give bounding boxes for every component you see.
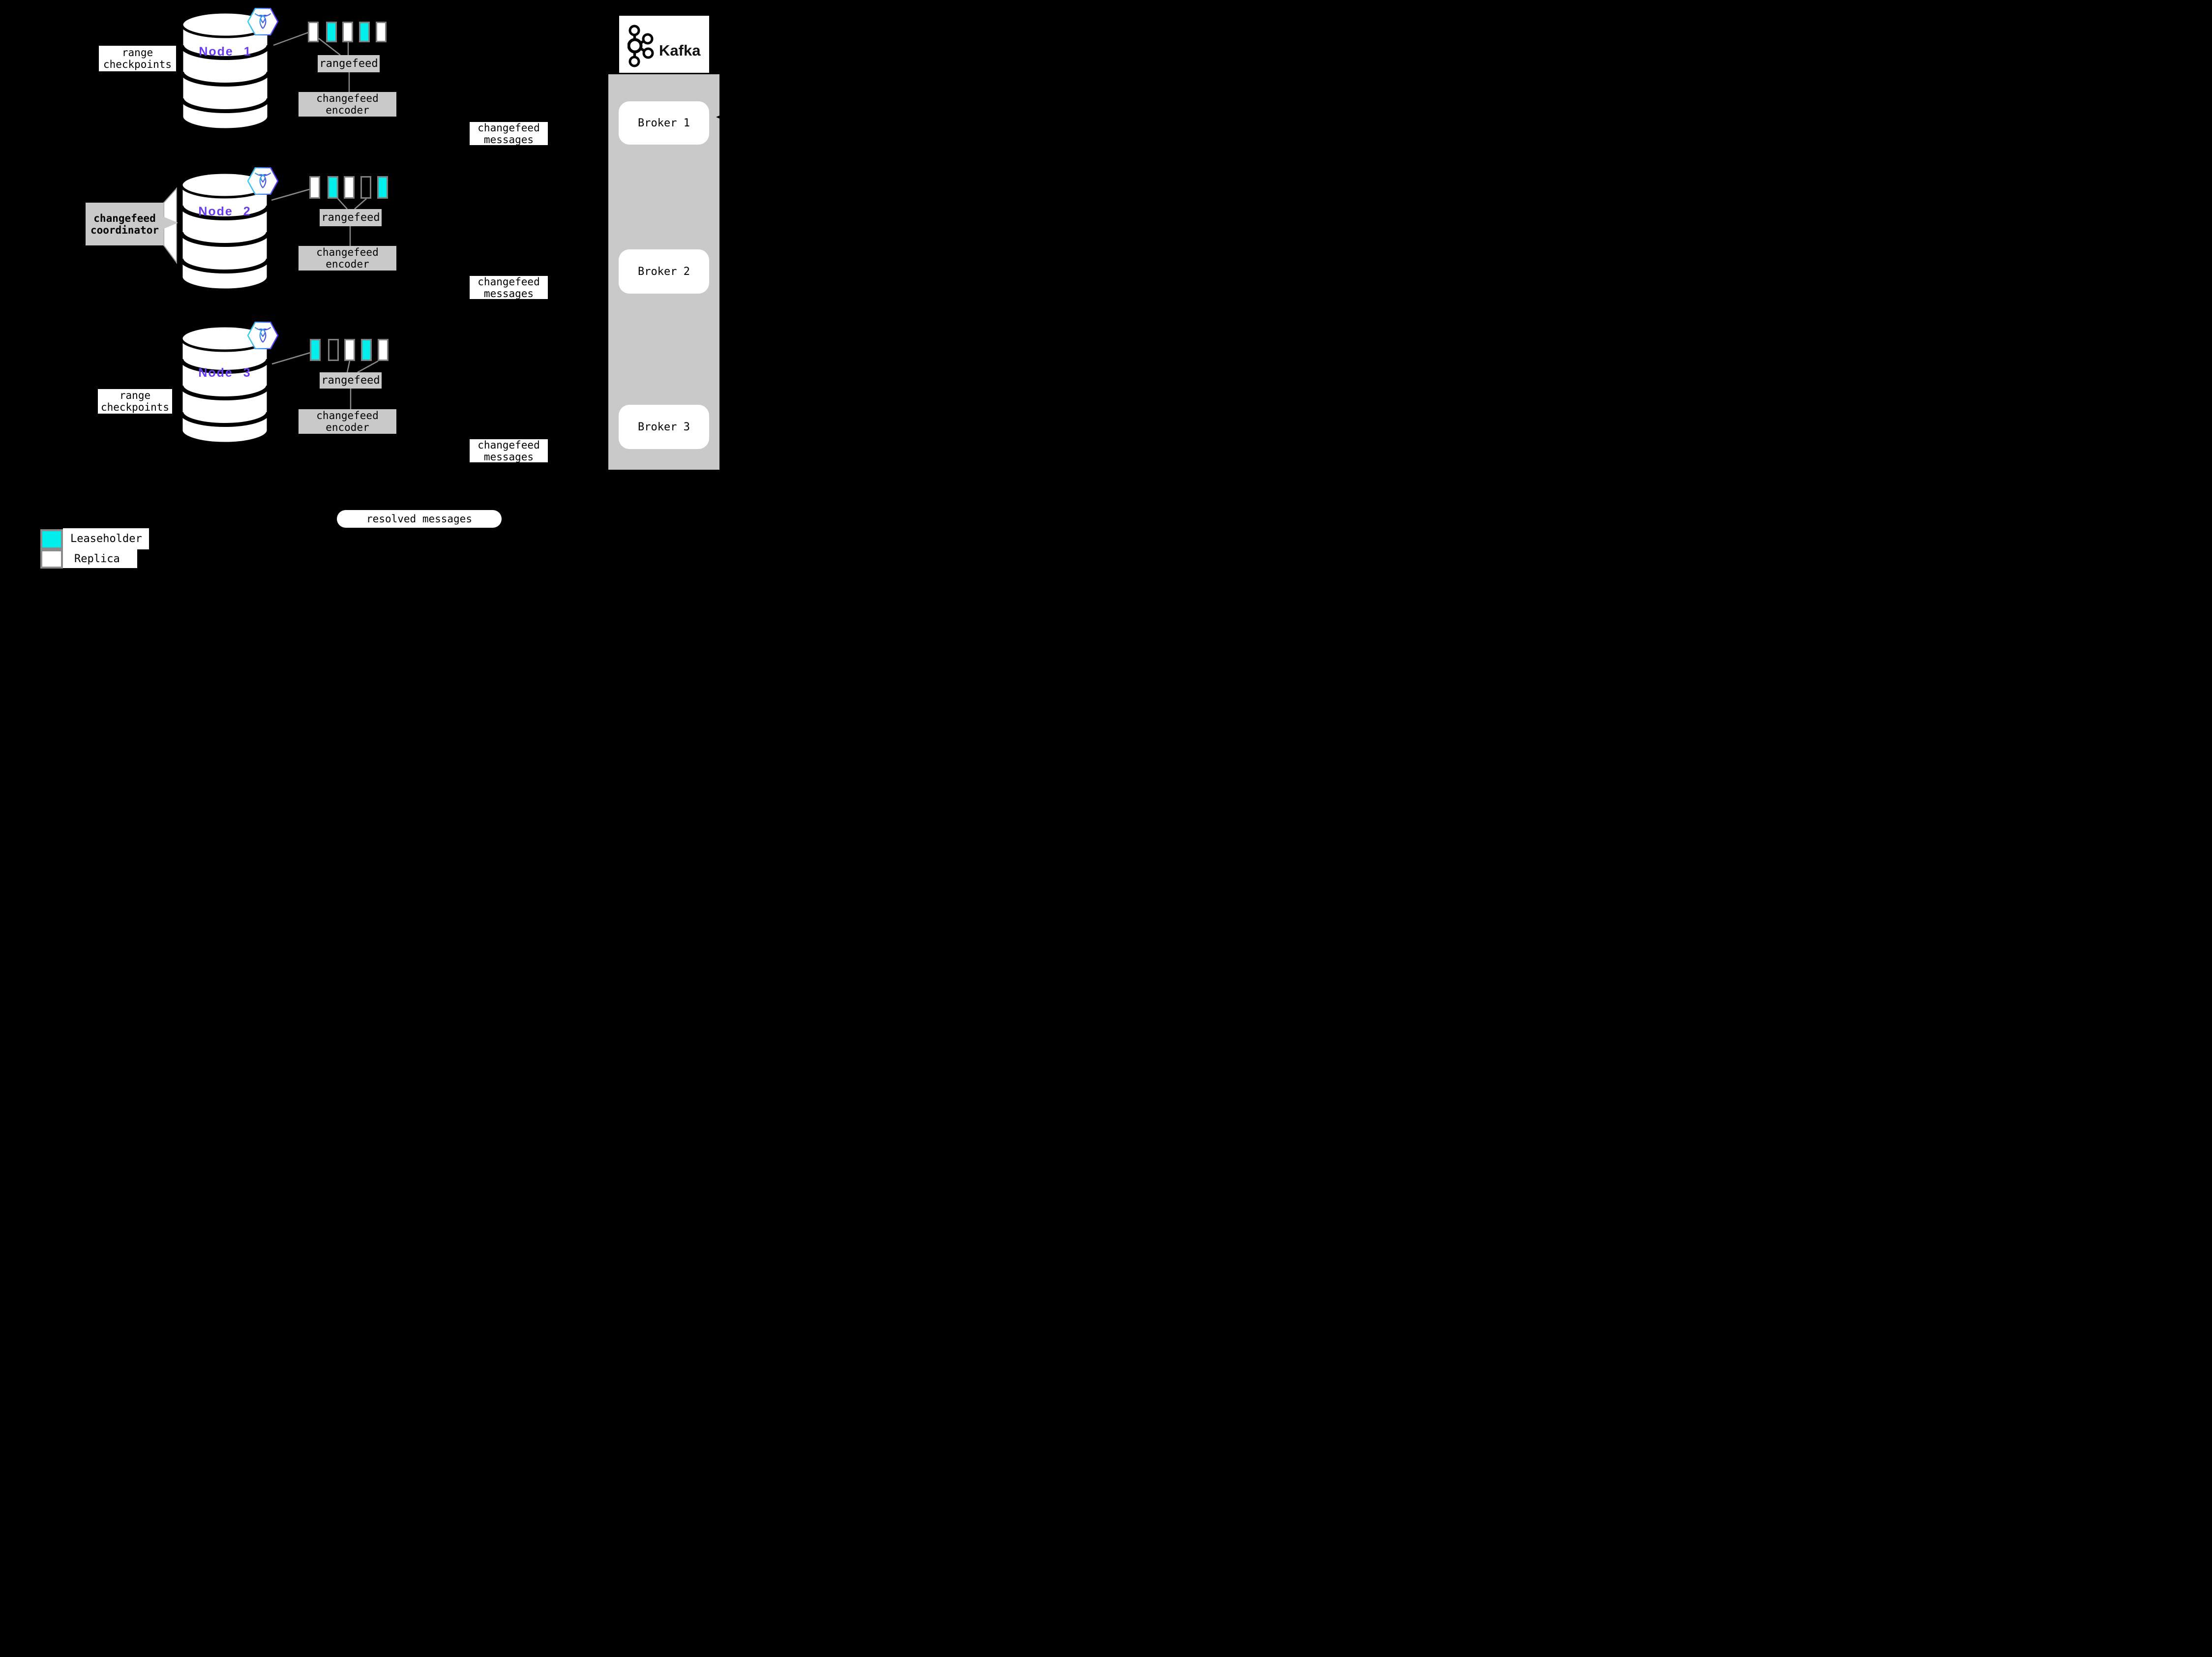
rangefeed-box: rangefeed [318,55,380,72]
node-label: Node 2 [198,205,251,218]
legend-label-replica: Replica [63,549,137,568]
changefeed-architecture-diagram: range checkpoints Node 1 [0,0,771,577]
range-square-replica [342,22,353,42]
changefeed-encoder-box: changefeed encoder [299,409,396,434]
changefeed-encoder-box: changefeed encoder [299,92,396,117]
cockroachdb-badge-icon [247,322,278,349]
range-square-replica [376,22,387,42]
coordinator-flag [163,187,177,265]
node-cylinder [179,171,270,291]
kafka-brand: Kafka [659,42,701,59]
changefeed-messages-label: changefeed messages [470,122,548,146]
range-square-leaseholder [377,176,388,199]
cockroachdb-badge-icon [247,8,278,35]
range-square-empty [328,339,339,361]
range-square-leaseholder [326,22,337,42]
kafka-logo-icon [628,25,654,67]
arrow-left-icon [716,113,726,121]
legend-label-leaseholder: Leaseholder [63,528,149,549]
range-checkpoints-label: range checkpoints [98,389,172,414]
cockroachdb-badge-icon [247,167,278,195]
legend-swatch-leaseholder [40,529,63,549]
range-squares [309,176,389,199]
coordinator-pointer [164,217,178,229]
range-square-empty [360,176,371,199]
changefeed-encoder-box: changefeed encoder [299,246,396,271]
broker-box: Broker 2 [619,249,709,294]
range-square-leaseholder [310,339,321,361]
node-label: Node 3 [198,366,251,380]
range-square-replica [308,22,319,42]
changefeed-coordinator-callout: changefeed coordinator [86,203,164,245]
range-checkpoints-label: range checkpoints [99,46,176,71]
broker-box: Broker 3 [619,405,709,449]
range-square-leaseholder [359,22,370,42]
range-squares [308,22,388,42]
node-cylinder [180,11,270,130]
rangefeed-box: rangefeed [320,372,382,389]
legend-swatch-replica [40,549,63,569]
range-square-replica [309,176,320,199]
resolved-messages-pill: resolved messages [337,510,502,528]
node-label: Node 1 [199,45,252,59]
rangefeed-box: rangefeed [320,209,382,226]
changefeed-messages-label: changefeed messages [470,276,548,300]
broker-box: Broker 1 [619,101,709,145]
changefeed-messages-label: changefeed messages [470,439,548,463]
range-square-leaseholder [328,176,338,199]
range-squares [310,339,389,361]
range-square-replica [344,176,355,199]
range-square-replica [378,339,389,361]
range-square-leaseholder [361,339,372,361]
range-square-replica [344,339,355,361]
